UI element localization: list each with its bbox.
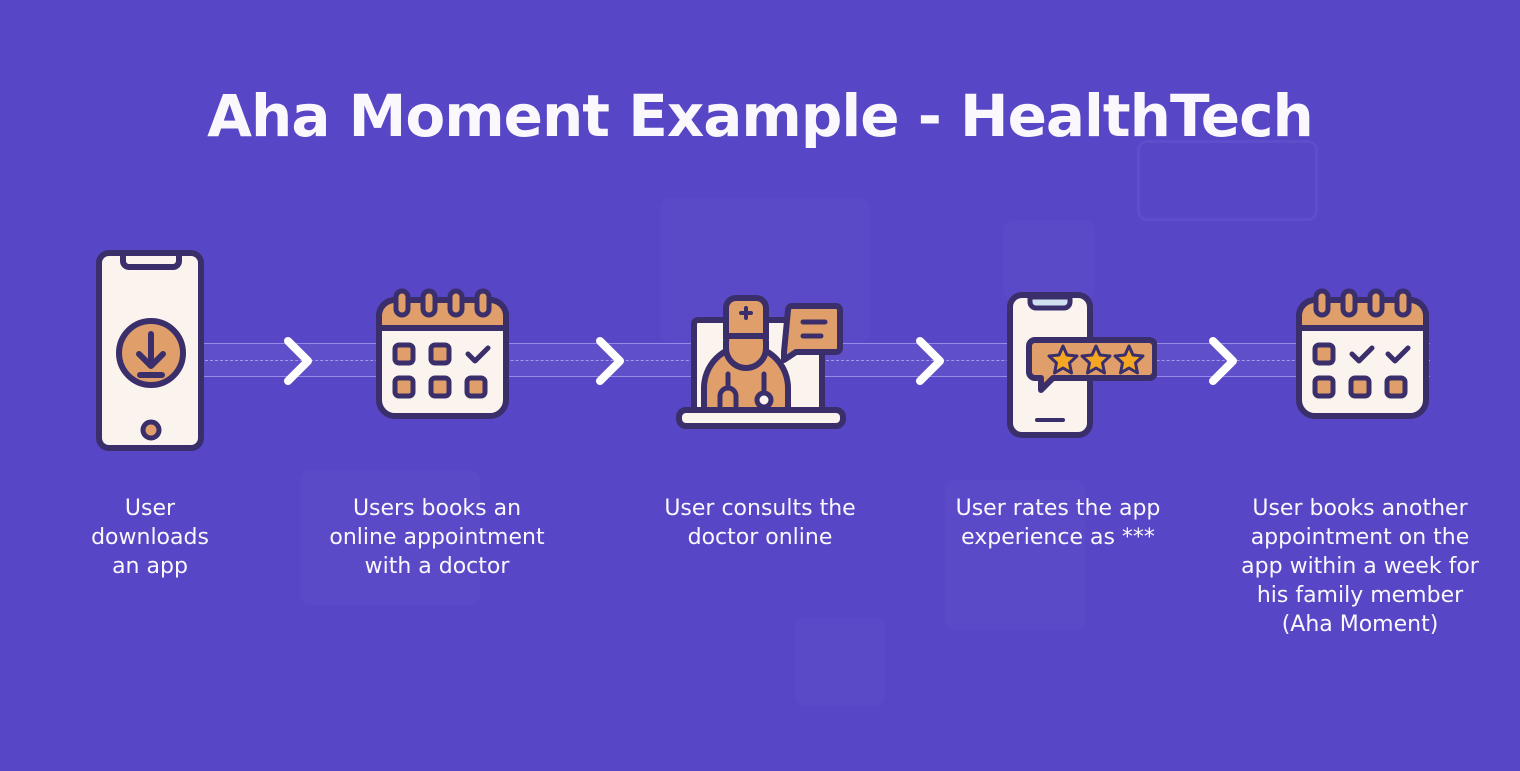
- chevron-right-icon: [916, 337, 944, 385]
- step-2-icon: [376, 288, 511, 424]
- calendar-double-check-icon: [1296, 288, 1429, 419]
- background-stethoscope-card: [945, 480, 1085, 630]
- background-heart-card: [1003, 220, 1095, 300]
- step-5-icon: [1296, 288, 1431, 424]
- background-clipboard-card: [795, 618, 885, 706]
- phone-rating-icon: [1007, 292, 1158, 438]
- step-4-icon: [1007, 292, 1158, 442]
- background-ecg-card: [1137, 140, 1318, 221]
- background-panel-left: [300, 470, 480, 605]
- step-3-icon: [676, 292, 846, 436]
- doctor-laptop-icon: [676, 295, 846, 429]
- phone-download-icon: [96, 250, 204, 451]
- step-1-icon: [96, 250, 206, 456]
- calendar-check-icon: [376, 288, 509, 419]
- chevron-right-icon: [596, 337, 624, 385]
- page-title: Aha Moment Example - HealthTech: [207, 82, 1314, 150]
- chevron-right-icon: [1209, 337, 1237, 385]
- chevron-right-icon: [284, 337, 312, 385]
